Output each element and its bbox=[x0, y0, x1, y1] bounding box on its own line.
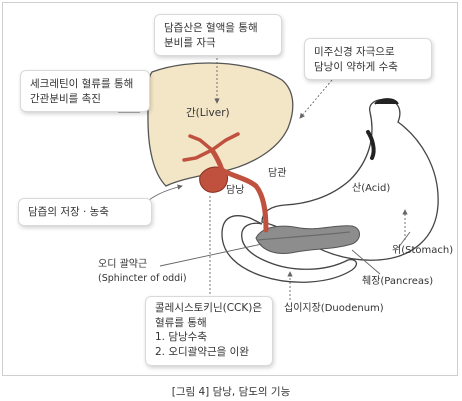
anatomy-illustration bbox=[118, 54, 439, 304]
stomach-shape bbox=[261, 98, 439, 261]
label-liver: 간(Liver) bbox=[186, 107, 230, 119]
label-oddi-en: (Sphincter of oddi) bbox=[98, 273, 187, 284]
callout-cck-item1: 1. 담낭수축 bbox=[155, 331, 207, 343]
callout-storage: 담즙의 저장 · 농축 bbox=[18, 198, 152, 226]
callout-bile-acid: 담즙산은 혈액을 통해 분비를 자극 bbox=[154, 14, 282, 56]
duodenum-shape bbox=[221, 215, 357, 283]
callout-cck-line1: 콜레시스토키닌(CCK)은 bbox=[155, 302, 263, 314]
label-gallbladder: 담낭 bbox=[226, 185, 245, 196]
callout-bile-acid-line2: 분비를 자극 bbox=[164, 37, 216, 49]
callout-vagus: 미주신경 자극으로 담낭이 약하게 수축 bbox=[304, 38, 432, 80]
liver-shape bbox=[147, 62, 294, 187]
callout-cck-line2: 혈류를 통해 bbox=[155, 316, 207, 329]
callout-storage-text: 담즙의 저장 · 농축 bbox=[28, 206, 109, 218]
callout-cck: 콜레시스토키닌(CCK)은 혈류를 통해 1. 담낭수축 2. 오디괄약근을 이… bbox=[145, 296, 273, 366]
label-acid: 산(Acid) bbox=[352, 183, 391, 194]
pancreas-shape bbox=[255, 225, 360, 254]
callout-vagus-line2: 담낭이 약하게 수축 bbox=[314, 61, 398, 73]
label-stomach: 위(Stomach) bbox=[392, 245, 454, 256]
callout-cck-item2: 2. 오디괄약근을 이완 bbox=[155, 345, 249, 358]
label-oddi-ko: 오디 괄약근 bbox=[98, 259, 148, 270]
label-pancreas: 췌장(Pancreas) bbox=[362, 276, 434, 287]
callout-bile-acid-line1: 담즙산은 혈액을 통해 bbox=[164, 22, 258, 34]
label-duodenum: 십이지장(Duodenum) bbox=[284, 303, 384, 314]
callout-secretin-line1: 세크레틴이 혈류를 통해 bbox=[30, 78, 134, 90]
bile-duct-tree bbox=[182, 132, 269, 233]
callout-vagus-line1: 미주신경 자극으로 bbox=[314, 46, 395, 58]
label-bile-duct: 담관 bbox=[268, 168, 287, 179]
gallbladder-shape bbox=[199, 166, 229, 193]
figure-caption: [그림 4] 담낭, 담도의 기능 bbox=[171, 386, 291, 398]
callout-secretin: 세크레틴이 혈류를 통해 간관분비를 촉진 bbox=[20, 70, 150, 112]
callout-secretin-line2: 간관분비를 촉진 bbox=[30, 93, 101, 105]
